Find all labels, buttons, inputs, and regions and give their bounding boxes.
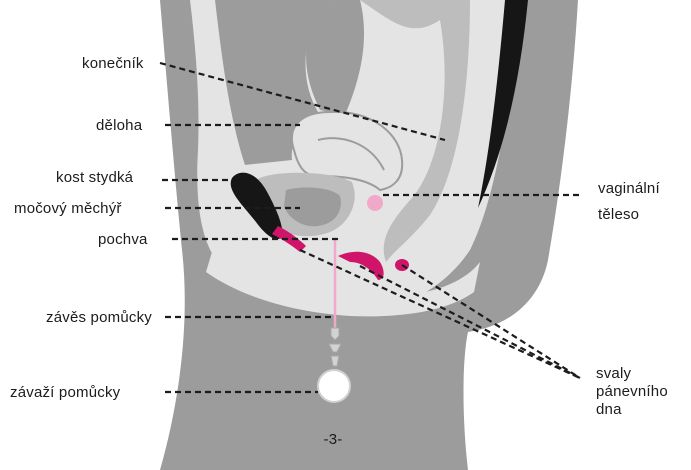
device-weight [318, 370, 350, 402]
label-pelvic-floor-line1: svaly [596, 365, 631, 382]
label-rectum: konečník [82, 55, 144, 72]
label-pubic-bone: kost stydká [56, 169, 134, 186]
label-device-weight: závaží pomůcky [10, 384, 121, 401]
perineal-body [367, 195, 383, 211]
label-bladder: močový měchýř [14, 200, 122, 217]
label-perineal-body-line2: těleso [598, 206, 639, 223]
label-perineal-body-line1: vaginální [598, 180, 660, 197]
label-uterus: děloha [96, 117, 143, 134]
label-device-string: závěs pomůcky [46, 309, 152, 326]
label-vagina: pochva [98, 231, 148, 248]
label-pelvic-floor-line2: pánevního [596, 383, 668, 400]
label-pelvic-floor-line3: dna [596, 401, 622, 418]
page-number: -3- [324, 431, 343, 448]
